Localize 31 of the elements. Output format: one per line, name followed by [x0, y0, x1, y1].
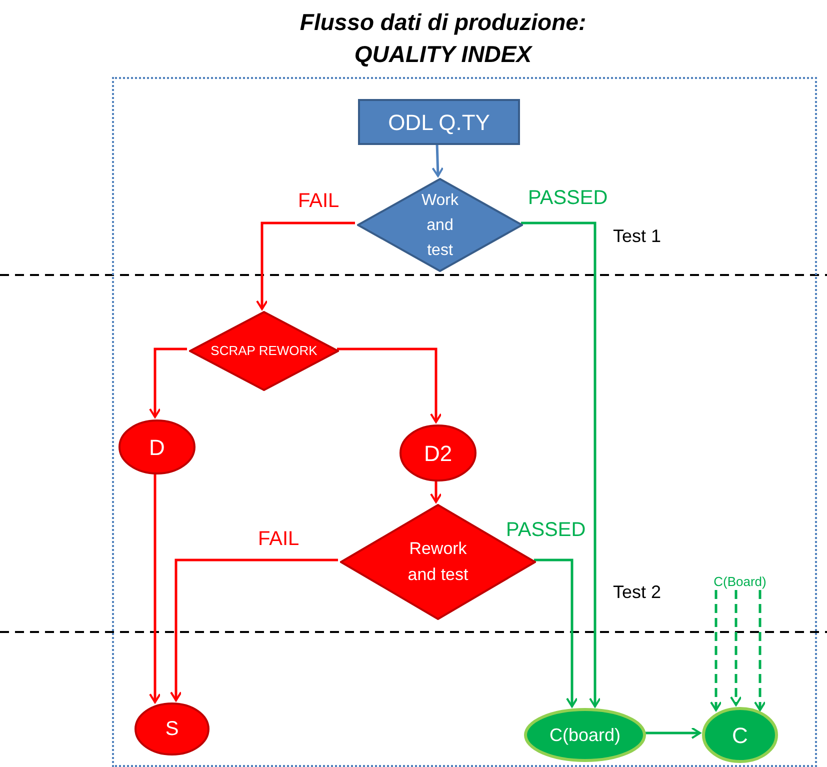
arrow [256, 222, 355, 310]
arrow [521, 222, 601, 708]
node-label: ODL Q.TY [388, 108, 490, 136]
edge-label: PASSED [528, 188, 608, 208]
arrow [337, 348, 442, 423]
arrow [432, 142, 444, 177]
edge-label: FAIL [298, 191, 340, 211]
edge-label: PASSED [506, 520, 586, 540]
node-label: D2 [424, 440, 452, 468]
arrow [430, 480, 442, 503]
node-label: C(board) [549, 724, 621, 747]
arrow [149, 348, 187, 418]
arrow [149, 473, 161, 704]
node-label: Rework and test [406, 538, 470, 586]
node-label: C [732, 722, 748, 750]
arrow [534, 558, 578, 708]
edge-label: FAIL [258, 529, 300, 549]
arrow [730, 590, 742, 706]
test-label: Test 2 [613, 583, 662, 601]
node-label: D [149, 434, 165, 462]
arrow [644, 727, 701, 739]
arrow [710, 590, 722, 712]
arrow [754, 590, 766, 712]
node-label: Work and test [420, 190, 460, 260]
test-label: Test 1 [613, 227, 662, 245]
arrow [170, 558, 338, 702]
text-label: C(Board) [698, 572, 782, 592]
node-label: SCRAP REWORK [210, 342, 318, 360]
dotted-boundary [112, 77, 816, 767]
node-label: S [165, 717, 179, 742]
diagram-title: Flusso dati di produzione: QUALITY INDEX [298, 8, 588, 69]
